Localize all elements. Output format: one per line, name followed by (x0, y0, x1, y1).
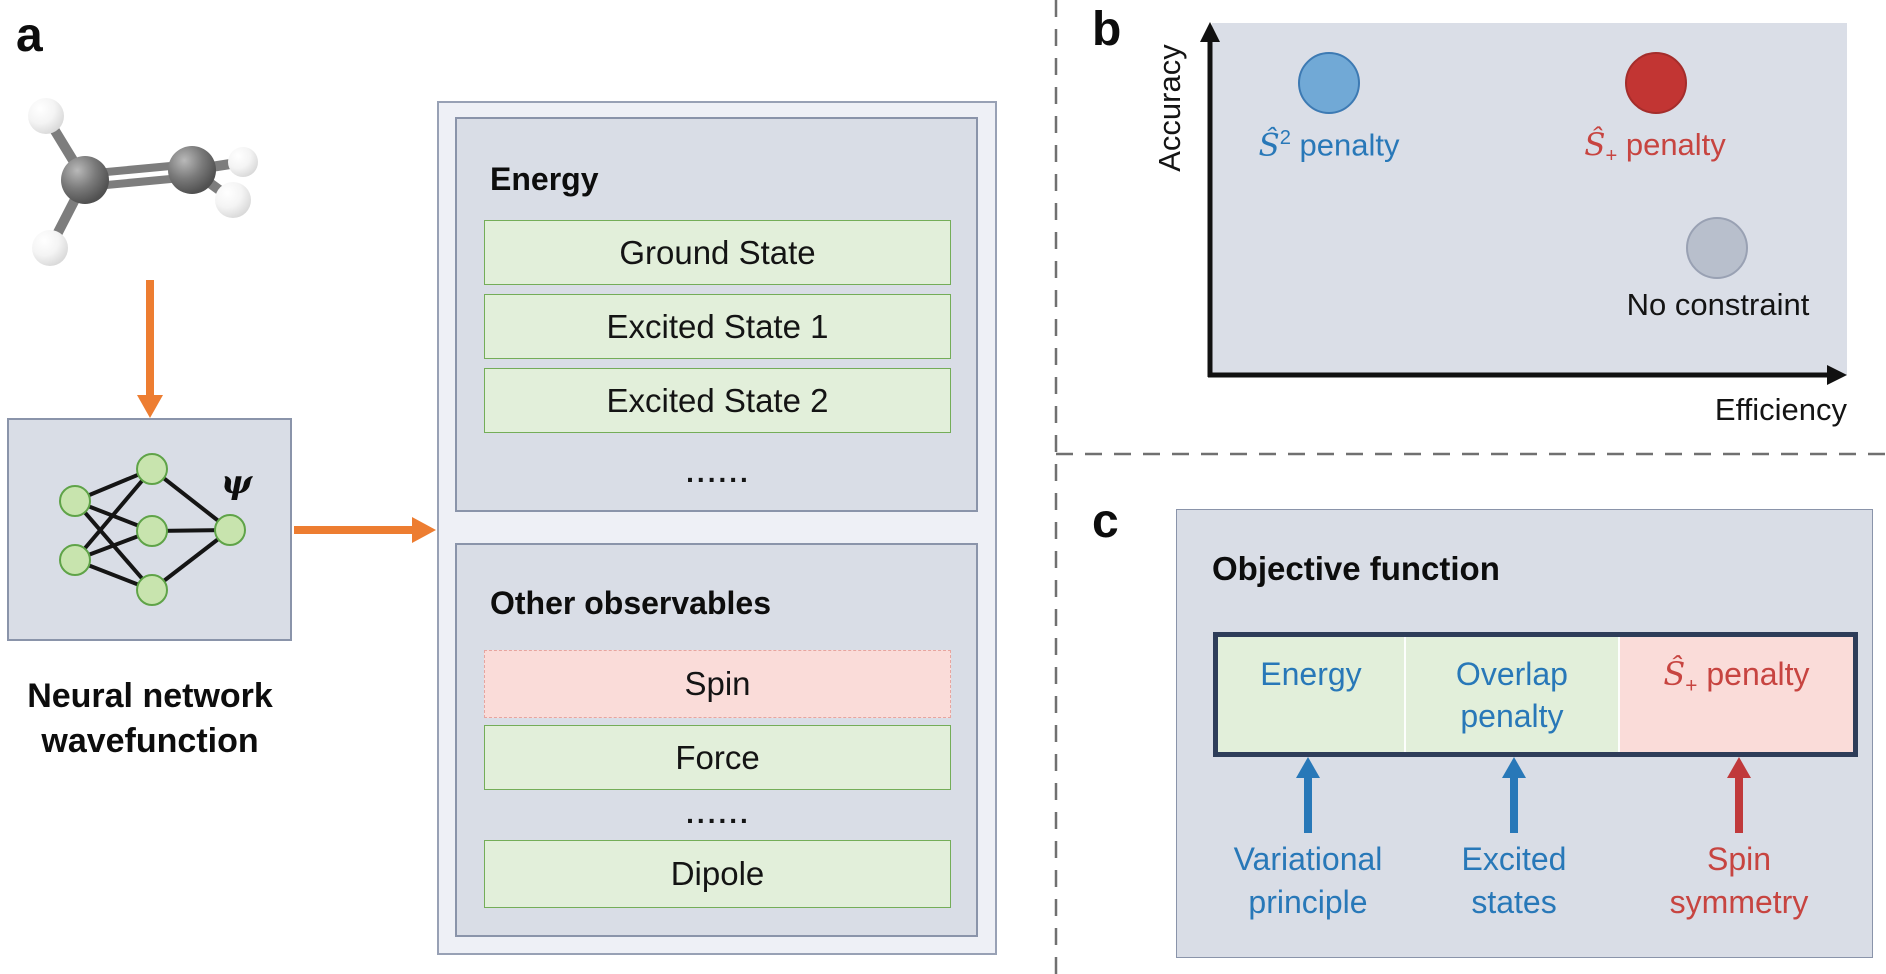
s-hat-operator: Ŝ (1258, 127, 1280, 164)
s2-penalty-label: Ŝ2 penalty (1159, 127, 1499, 163)
carbon-atom (61, 156, 109, 204)
nn-node (136, 453, 168, 485)
objective-function-heading: Objective function (1212, 550, 1500, 587)
s-hat-operator: Ŝ (1663, 655, 1686, 693)
no-constraint-label: No constraint (1626, 287, 1810, 322)
nn-caption: Neural network wavefunction (0, 674, 300, 764)
observables-heading: Other observables (490, 585, 771, 621)
energy-term-label: Energy (1260, 656, 1362, 692)
annotation-line: principle (1248, 884, 1368, 920)
spin-symmetry-annotation: Spin symmetry (1584, 838, 1886, 924)
energy-heading: Energy (490, 161, 599, 197)
variational-principle-annotation: Variational principle (1153, 838, 1463, 924)
panel-b-label: b (1092, 3, 1122, 56)
annotation-line: Variational (1233, 841, 1383, 877)
annotation-line: states (1471, 884, 1557, 920)
energy-term-cell: Energy (1218, 637, 1406, 752)
energy-row: Excited State 1 (484, 294, 951, 359)
nn-caption-line2: wavefunction (41, 722, 259, 760)
observables-box: Other observables Spin Force ...... Dipo… (455, 543, 978, 937)
nn-node (136, 515, 168, 547)
s2-superscript: 2 (1279, 127, 1291, 149)
energy-row: Excited State 2 (484, 368, 951, 433)
splus-penalty-label: Ŝ+ penalty (1485, 127, 1825, 168)
hydrogen-atom (28, 98, 64, 134)
energy-box: Energy Ground State Excited State 1 Exci… (455, 117, 978, 512)
overlap-penalty-term-cell: Overlap penalty (1405, 637, 1620, 752)
excited-states-annotation: Excited states (1359, 838, 1669, 924)
network-to-outputs-arrow (294, 517, 436, 543)
nn-node (59, 544, 91, 576)
panel-c-label: c (1092, 495, 1119, 548)
hydrogen-atom (228, 147, 258, 177)
energy-row: Ground State (484, 220, 951, 285)
s2-penalty-point (1298, 52, 1360, 114)
panel-a-label: a (16, 9, 43, 62)
force-row: Force (484, 725, 951, 790)
annotation-line: Excited (1461, 841, 1567, 877)
nn-node (214, 514, 246, 546)
splus-subscript: + (1605, 145, 1618, 168)
objective-bar: Energy Overlap penalty Ŝ+ penalty (1213, 632, 1858, 757)
splus-term-label: Ŝ+ penalty (1663, 653, 1809, 707)
molecule-to-network-arrow (137, 280, 163, 418)
splus-penalty-term-cell: Ŝ+ penalty (1619, 637, 1853, 752)
s2-penalty-text: penalty (1290, 127, 1400, 163)
splus-subscript: + (1685, 674, 1698, 698)
nn-node (59, 485, 91, 517)
s-hat-operator: Ŝ (1584, 127, 1606, 163)
splus-penalty-point (1625, 52, 1687, 114)
hydrogen-atom (215, 182, 251, 218)
nn-node (136, 574, 168, 606)
dipole-row: Dipole (484, 840, 951, 908)
splus-penalty-text: penalty (1697, 656, 1810, 692)
hydrogen-atom (32, 230, 68, 266)
annotation-line: Spin (1706, 841, 1772, 877)
y-axis-label: Accuracy (1152, 44, 1187, 172)
energy-ellipsis: ...... (686, 457, 751, 488)
no-constraint-point (1686, 217, 1748, 279)
observables-ellipsis: ...... (686, 798, 751, 829)
x-axis-label: Efficiency (1714, 392, 1847, 427)
splus-penalty-text: penalty (1617, 127, 1726, 162)
overlap-term-line2: penalty (1460, 698, 1564, 734)
overlap-term-line1: Overlap (1455, 656, 1568, 692)
psi-symbol: ψ (221, 462, 253, 501)
nn-caption-line1: Neural network (27, 677, 273, 715)
carbon-atom (168, 146, 216, 194)
annotation-line: symmetry (1669, 884, 1809, 920)
spin-row: Spin (484, 650, 951, 718)
